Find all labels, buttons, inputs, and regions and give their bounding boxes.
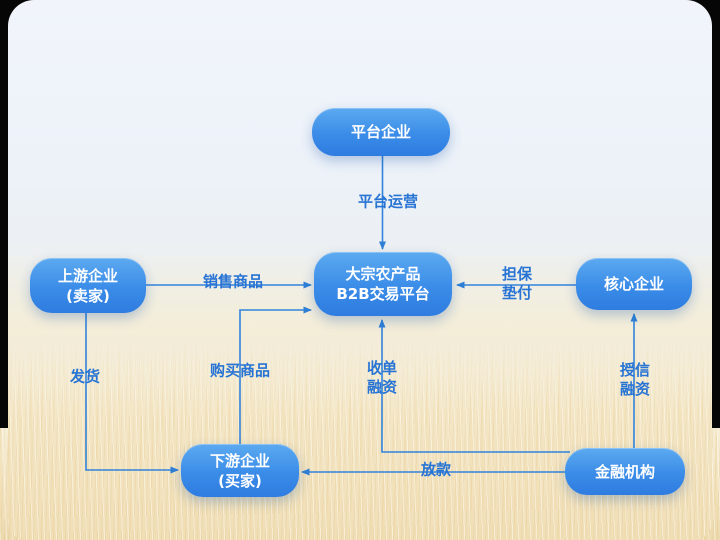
edge-label-credit-line1: 授信 <box>619 361 651 379</box>
edge-label-loan: 放款 <box>420 460 452 479</box>
edge-label-buy-goods: 购买商品 <box>209 361 271 380</box>
edge-upstream-to-downstream <box>85 312 179 474</box>
edge-label-receipt-financing: 收单 融资 <box>367 359 397 397</box>
node-downstream-line1: 下游企业 <box>209 451 270 470</box>
node-financial-institution: 金融机构 <box>565 448 685 495</box>
node-platform-company-label: 平台企业 <box>350 123 411 141</box>
node-b2b-trading-platform: 大宗农产品 B2B交易平台 <box>314 252 452 316</box>
node-b2b-line1: 大宗农产品 <box>345 265 421 283</box>
edge-finance-to-b2b <box>378 319 570 453</box>
edge-label-guarantee-line2: 垫付 <box>501 284 533 302</box>
edge-label-guarantee-line1: 担保 <box>501 265 533 283</box>
edge-label-credit-financing: 授信 融资 <box>620 361 650 399</box>
edge-label-sell-goods: 销售商品 <box>202 272 264 291</box>
wheat-texture-fade <box>8 335 712 410</box>
edge-downstream-to-b2b <box>239 306 312 444</box>
edge-label-ship-goods: 发货 <box>69 367 101 386</box>
edge-label-guarantee-advance: 担保 垫付 <box>502 265 532 303</box>
node-b2b-line2: B2B交易平台 <box>336 285 430 303</box>
node-upstream-line1: 上游企业 <box>57 266 118 285</box>
node-core-enterprise: 核心企业 <box>576 258 692 310</box>
node-downstream-line2: (买家) <box>218 471 262 490</box>
node-upstream-line2: (卖家) <box>66 286 110 305</box>
node-core-enterprise-label: 核心企业 <box>603 275 664 293</box>
node-downstream-enterprise: 下游企业 (买家) <box>181 444 299 497</box>
edge-label-receipt-line1: 收单 <box>366 359 398 377</box>
edge-label-platform-operation: 平台运营 <box>357 192 419 211</box>
node-upstream-enterprise: 上游企业 (卖家) <box>30 258 146 313</box>
node-financial-institution-label: 金融机构 <box>594 462 655 481</box>
node-platform-company: 平台企业 <box>312 108 450 156</box>
edge-label-credit-line2: 融资 <box>619 380 651 398</box>
edge-label-receipt-line2: 融资 <box>366 378 398 396</box>
